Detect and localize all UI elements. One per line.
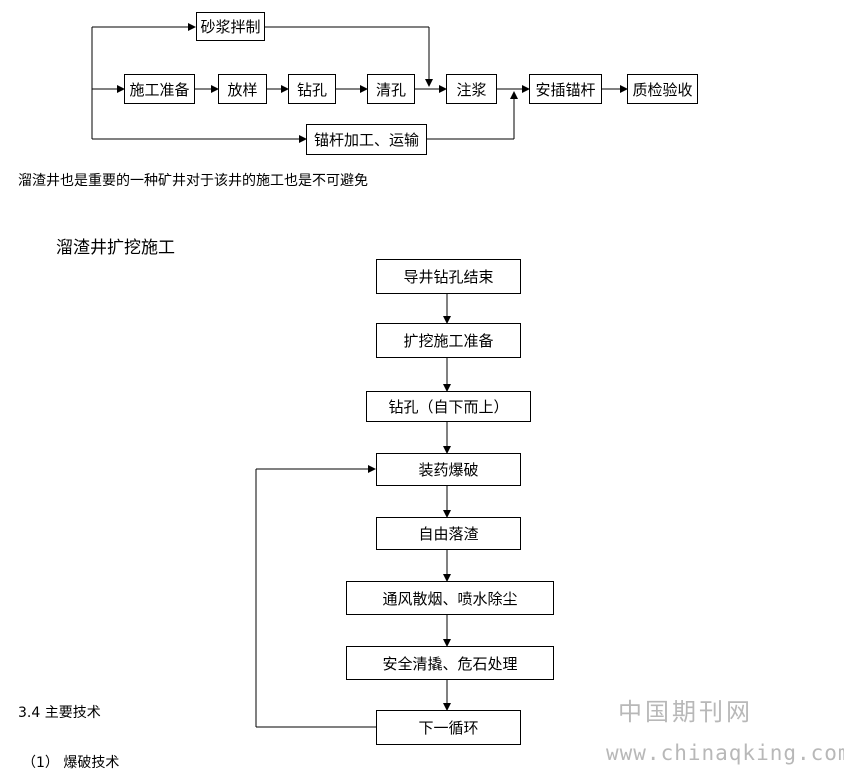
body-paragraph: 溜渣井也是重要的一种矿井对于该井的施工也是不可避免 (18, 173, 368, 189)
layout-box: 放样 (218, 74, 267, 104)
step-ventilation-dust: 通风散烟、喷水除尘 (346, 581, 554, 615)
anchor-install-box: 安插锚杆 (529, 74, 602, 104)
step-next-cycle: 下一循环 (376, 710, 521, 745)
heading-3-4: 3.4 主要技术 (18, 705, 101, 721)
mortar-mixing-box: 砂浆拌制 (196, 12, 265, 41)
step-pilot-hole-complete: 导井钻孔结束 (376, 259, 521, 294)
quality-inspection-box: 质检验收 (627, 74, 698, 104)
step-charging-blasting: 装药爆破 (376, 453, 521, 486)
watermark-url: www.chinaqking.com (606, 741, 844, 765)
watermark-logo-text: 中国期刊网 (618, 698, 753, 726)
step-safety-scaling: 安全清撬、危石处理 (346, 646, 554, 680)
drilling-box: 钻孔 (288, 74, 336, 104)
construction-prep-box: 施工准备 (124, 74, 195, 104)
heading-blasting-tech: （1） 爆破技术 (22, 755, 120, 771)
step-drilling-bottom-up: 钻孔（自下而上） (366, 391, 531, 422)
section-heading: 溜渣井扩挖施工 (56, 238, 175, 258)
hole-cleaning-box: 清孔 (367, 74, 415, 104)
anchor-processing-box: 锚杆加工、运输 (306, 124, 427, 155)
grouting-box: 注浆 (446, 74, 497, 104)
step-expansion-prep: 扩挖施工准备 (376, 323, 521, 358)
step-free-fall-muck: 自由落渣 (376, 517, 521, 550)
